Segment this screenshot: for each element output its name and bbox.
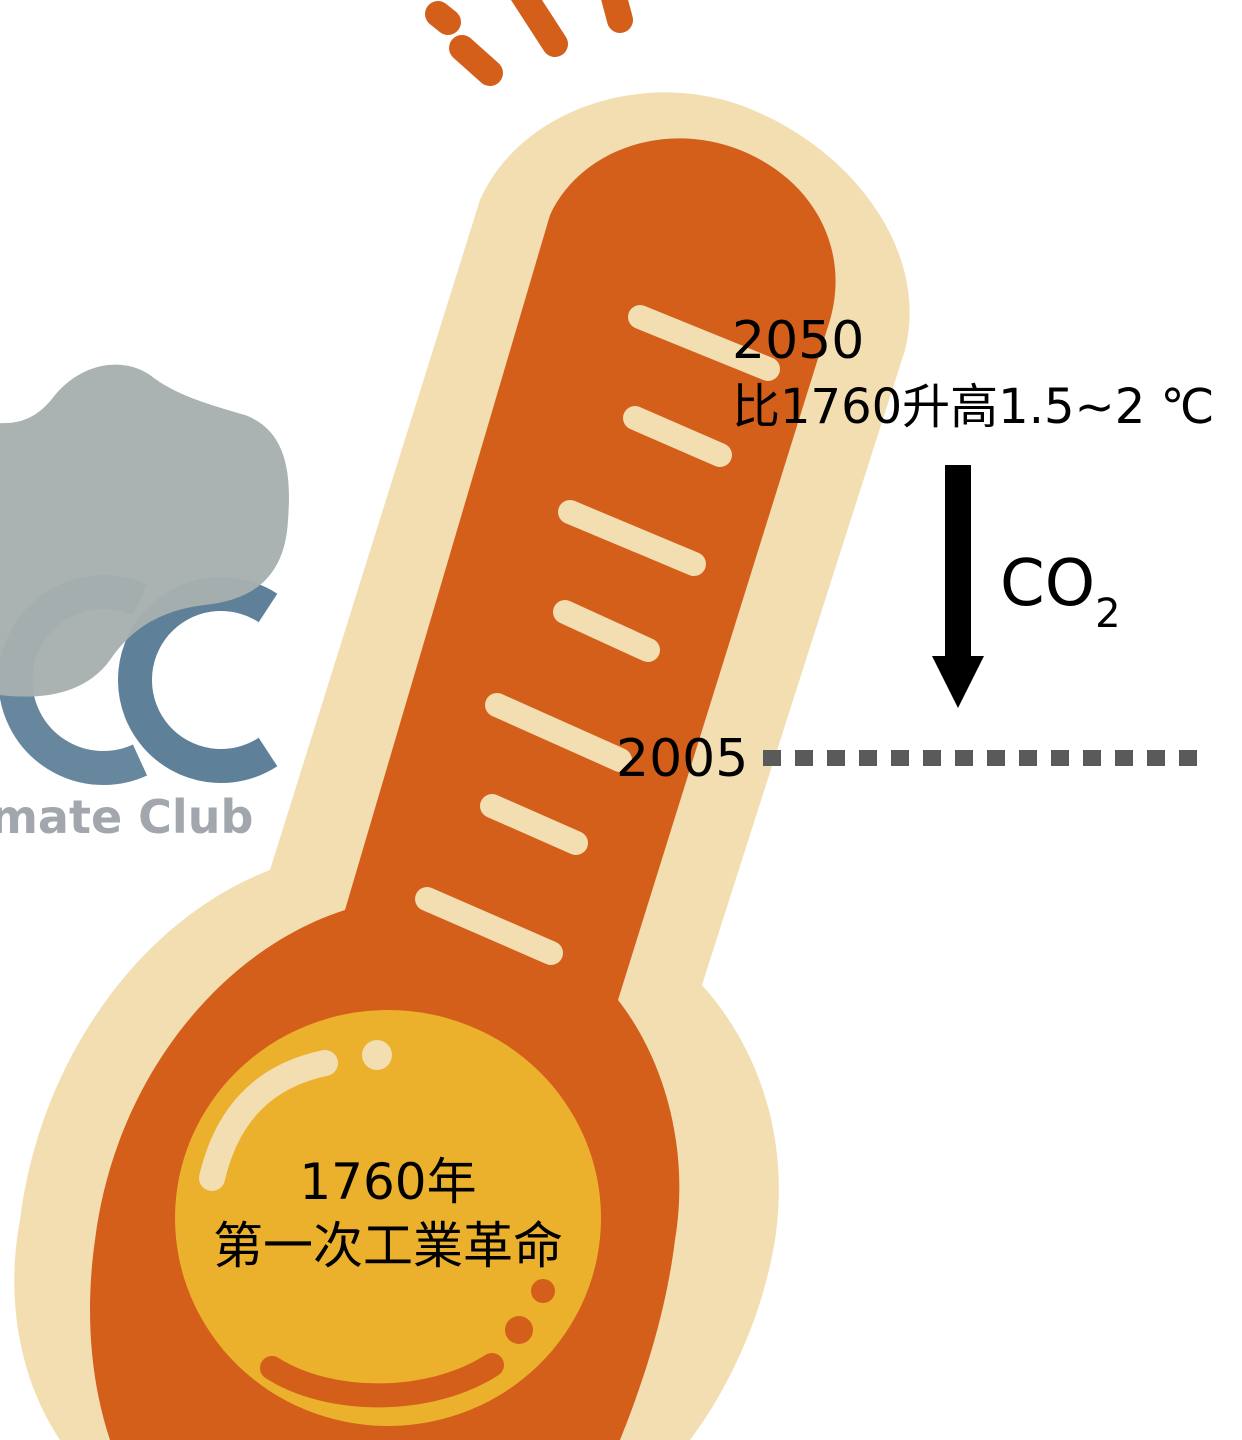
co2-main: CO xyxy=(1000,547,1096,621)
logo-tagline: mate Club xyxy=(0,790,254,844)
label-1760-event: 第一次工業革命 xyxy=(213,1217,563,1275)
label-1760-year: 1760年 xyxy=(299,1153,477,1211)
label-2050-description: 比1760升高1.5~2 ℃ xyxy=(732,379,1215,435)
thermometer-ticks xyxy=(415,305,780,965)
co2-subscript: 2 xyxy=(1095,591,1121,637)
label-co2: CO2 xyxy=(1000,547,1121,637)
label-2050-year: 2050 xyxy=(732,311,865,371)
down-arrow-icon xyxy=(932,465,984,708)
label-2005-year: 2005 xyxy=(616,729,749,789)
cloud-icon xyxy=(0,364,289,697)
heat-marks xyxy=(425,0,633,86)
thermometer-icon xyxy=(14,92,910,1440)
